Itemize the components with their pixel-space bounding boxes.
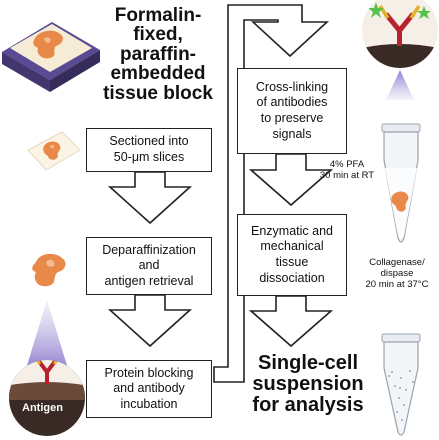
antigen-magnified-icon bbox=[9, 360, 85, 436]
step-dissociation: Enzymatic and mechanical tissue dissocia… bbox=[237, 214, 347, 296]
step-blocking-incubation: Protein blocking and antibody incubation bbox=[86, 360, 212, 418]
condition-fixation: 4% PFA 30 min at RT bbox=[319, 159, 375, 181]
tissue-slice-icon bbox=[27, 131, 81, 171]
crosslinked-antibody-icon bbox=[362, 0, 438, 68]
step-sectioning: Sectioned into 50-μm slices bbox=[86, 128, 212, 172]
arrow-down-1 bbox=[107, 171, 193, 225]
antigen-label: Antigen bbox=[22, 402, 63, 414]
step-deparaffinization: Deparaffinization and antigen retrieval bbox=[86, 237, 212, 295]
tissue-section-icon bbox=[32, 253, 66, 287]
tube-cell-suspension-icon bbox=[381, 333, 421, 436]
paraffin-block-icon bbox=[2, 22, 100, 92]
light-beam-icon bbox=[25, 300, 69, 372]
condition-digestion: Collagenase/ dispase 20 min at 37°C bbox=[365, 257, 429, 290]
tube-with-tissue-icon bbox=[381, 123, 421, 243]
block-title: Formalin- fixed, paraffin- embedded tiss… bbox=[103, 5, 213, 104]
arrow-down-4 bbox=[248, 295, 334, 348]
arrow-down-2 bbox=[107, 294, 193, 348]
light-beam-top-icon bbox=[386, 70, 414, 100]
step-crosslinking: Cross-linking of antibodies to preserve … bbox=[237, 68, 347, 154]
arrow-down-3 bbox=[248, 153, 334, 207]
final-title: Single-cell suspension for analysis bbox=[252, 352, 364, 416]
